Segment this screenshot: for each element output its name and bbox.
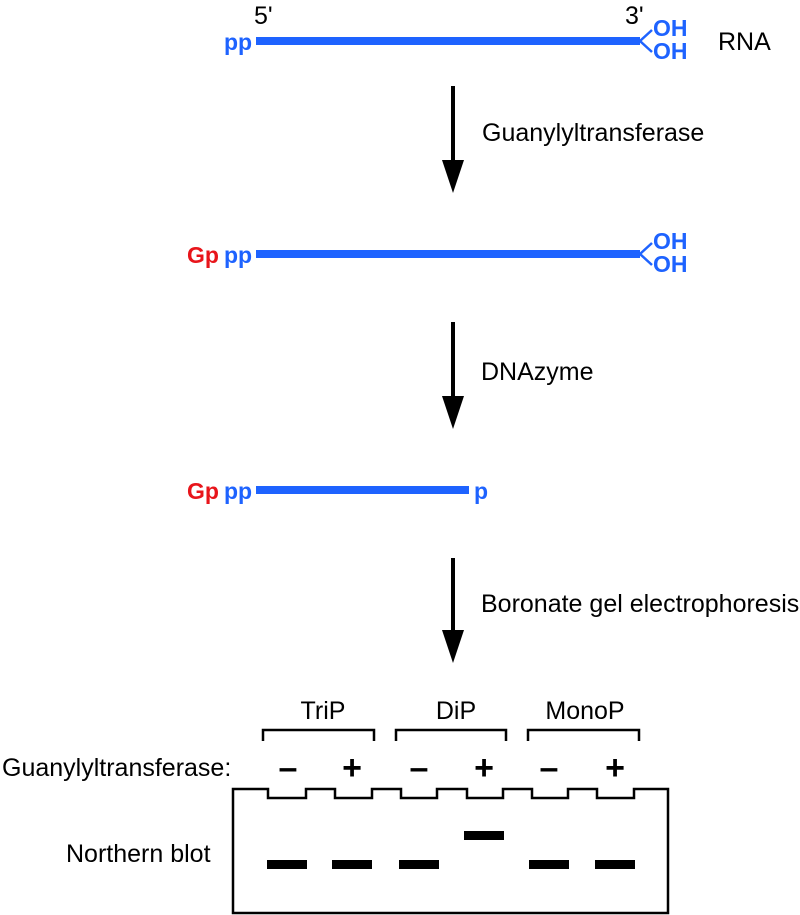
lane-sign: – [410, 749, 429, 787]
capped-rna-step: Gp pp OH OH [187, 228, 688, 277]
lane-sign: – [540, 749, 559, 787]
capped-diol-bond [638, 242, 653, 266]
gel-band [399, 860, 439, 869]
oh-bottom: OH [653, 38, 688, 64]
dnazyme-label: DNAzyme [481, 358, 594, 386]
gel-band [529, 860, 569, 869]
lane-sign: – [279, 749, 298, 787]
arrow-head [442, 396, 464, 429]
diol-bond [638, 29, 653, 53]
northern-blot-label: Northern blot [66, 840, 211, 868]
capped-oh-bottom: OH [653, 251, 688, 277]
bracket-monop [526, 728, 641, 741]
arrow-boronate-gel: Boronate gel electrophoresis [442, 558, 799, 663]
rna-5-prime-group: pp [224, 29, 252, 55]
three-prime-phosphate: p [474, 478, 488, 504]
arrow-head [442, 630, 464, 663]
gel-band [595, 860, 635, 869]
lane-sign: + [605, 749, 625, 787]
group-brackets: TriP DiP MonoP [261, 697, 641, 741]
arrow-guanylyltransferase: Guanylyltransferase [442, 86, 704, 193]
capped-rna-5-prime-group: pp [224, 242, 252, 268]
enzyme-row-label: Guanylyltransferase: [2, 754, 231, 782]
gel-outline [231, 787, 670, 915]
gel-band [332, 860, 372, 869]
group-label-monop: MonoP [545, 697, 624, 725]
rna-label: RNA [718, 28, 771, 56]
bracket-dip [394, 728, 508, 741]
five-prime-label: 5' [254, 2, 273, 30]
gel-bands [267, 831, 635, 869]
gp-cap: Gp [187, 478, 219, 504]
oh-top: OH [653, 15, 688, 41]
boronate-gel-label: Boronate gel electrophoresis [481, 590, 799, 618]
cleaved-rna-5-prime-group: pp [224, 478, 252, 504]
rna-step: 5' 3' pp OH OH RNA [224, 2, 771, 64]
group-label-dip: DiP [436, 697, 476, 725]
lane-sign: + [474, 749, 494, 787]
arrow-head [442, 160, 464, 193]
gel-band [267, 860, 307, 869]
capped-oh-top: OH [653, 228, 688, 254]
lane-signs: – + – + – + [279, 749, 625, 787]
gel-band [464, 831, 504, 840]
bracket-trip [261, 728, 376, 741]
gel-panel: TriP DiP MonoP Guanylyltransferase: – + … [2, 697, 670, 915]
gp-cap: Gp [187, 242, 219, 268]
lane-sign: + [342, 749, 362, 787]
arrow-dnazyme: DNAzyme [442, 322, 594, 429]
group-label-trip: TriP [301, 697, 346, 725]
guanylyltransferase-label: Guanylyltransferase [482, 119, 704, 147]
cleaved-rna-step: Gp pp p [187, 478, 488, 504]
three-prime-label: 3' [625, 2, 644, 30]
